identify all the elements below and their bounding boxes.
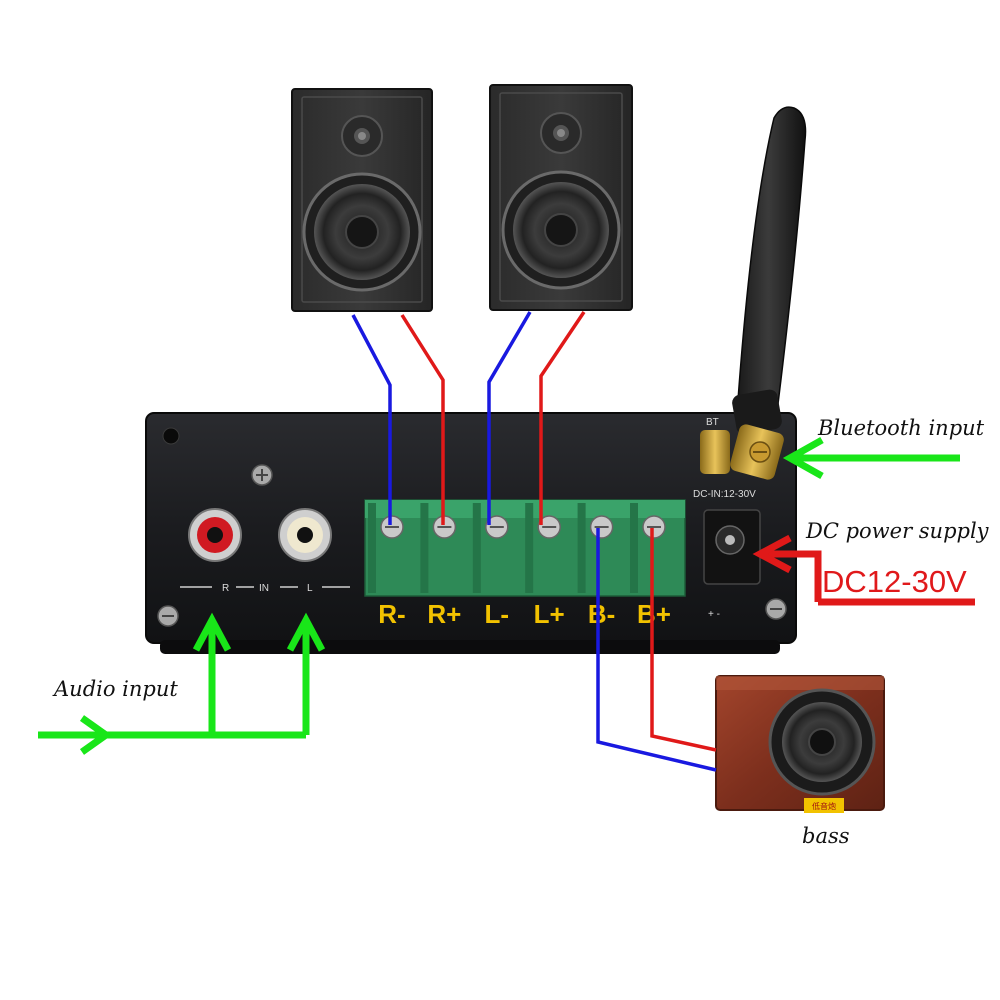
speaker-terminal-block bbox=[364, 499, 686, 597]
subwoofer-image: 低音炮 bbox=[715, 675, 885, 813]
bluetooth-antenna bbox=[700, 106, 807, 480]
wire-left-speaker-negative bbox=[487, 311, 532, 525]
wire-right-speaker-positive bbox=[400, 314, 445, 525]
chassis-screw bbox=[765, 598, 787, 620]
left-speaker-image bbox=[291, 88, 433, 312]
bluetooth-input-label: Bluetooth input bbox=[817, 416, 985, 440]
audio-input-label: Audio input bbox=[52, 677, 178, 701]
wire-bass-positive bbox=[650, 528, 717, 752]
wire-bass-negative bbox=[596, 528, 717, 772]
terminal-screw[interactable] bbox=[630, 503, 666, 593]
terminal-label: B- bbox=[588, 599, 615, 629]
dc-voltage-label: DC12-30V bbox=[822, 564, 967, 599]
bass-label: bass bbox=[802, 824, 850, 848]
input-in-label: IN bbox=[259, 583, 269, 594]
terminal-screw[interactable] bbox=[472, 503, 509, 593]
dc-in-panel-label: DC-IN:12-30V bbox=[693, 489, 756, 500]
dc-polarity-symbol: + - bbox=[708, 609, 720, 620]
rca-input-right-jack[interactable] bbox=[188, 508, 242, 562]
terminal-label: R+ bbox=[427, 599, 461, 629]
input-r-label: R bbox=[222, 583, 229, 594]
subwoofer-badge: 低音炮 bbox=[812, 801, 836, 811]
wires bbox=[351, 311, 717, 772]
terminal-label: L- bbox=[485, 599, 510, 629]
input-l-label: L bbox=[307, 583, 313, 594]
terminal-screw[interactable] bbox=[577, 503, 614, 593]
terminal-label: L+ bbox=[534, 599, 565, 629]
terminal-screw[interactable] bbox=[525, 503, 561, 593]
dc-power-supply-label: DC power supply bbox=[805, 519, 990, 543]
terminal-screw[interactable] bbox=[420, 503, 457, 593]
wire-right-speaker-negative bbox=[351, 314, 392, 525]
bluetooth-input-arrow bbox=[782, 436, 960, 480]
dc-power-arrow bbox=[752, 534, 975, 606]
terminal-screw[interactable] bbox=[368, 503, 404, 593]
bt-panel-label: BT bbox=[706, 417, 719, 428]
terminal-labels: R- R+ L- L+ B- B+ bbox=[378, 599, 671, 629]
terminal-label: B+ bbox=[637, 599, 671, 629]
chassis-screw bbox=[251, 464, 273, 486]
dc-power-jack[interactable] bbox=[703, 509, 761, 585]
rca-input-left-jack[interactable] bbox=[278, 508, 332, 562]
terminal-label: R- bbox=[378, 599, 405, 629]
chassis-screw bbox=[157, 605, 179, 627]
right-speaker-image bbox=[489, 84, 633, 311]
audio-input-arrow bbox=[38, 612, 326, 755]
input-label-strip: R IN L bbox=[180, 583, 350, 594]
wire-left-speaker-positive bbox=[539, 311, 586, 525]
